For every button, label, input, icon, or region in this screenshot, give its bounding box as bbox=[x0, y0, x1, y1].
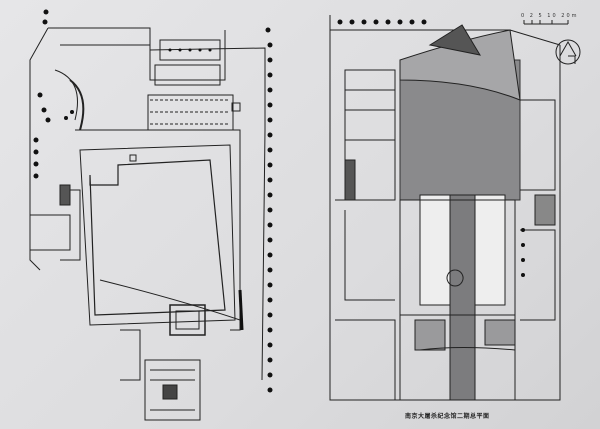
tree-row-top bbox=[337, 19, 525, 277]
left-site-plan bbox=[29, 9, 273, 421]
tree-row-left bbox=[33, 9, 74, 179]
scale-bar bbox=[523, 20, 569, 25]
right-site-plan bbox=[329, 15, 581, 401]
plan-title: 南京大屠杀纪念馆二期总平面 bbox=[405, 413, 490, 420]
north-arrow-icon bbox=[555, 39, 581, 65]
scale-bar-label: 0 2 5 10 20m bbox=[521, 13, 579, 19]
tree-row-right bbox=[265, 27, 273, 393]
